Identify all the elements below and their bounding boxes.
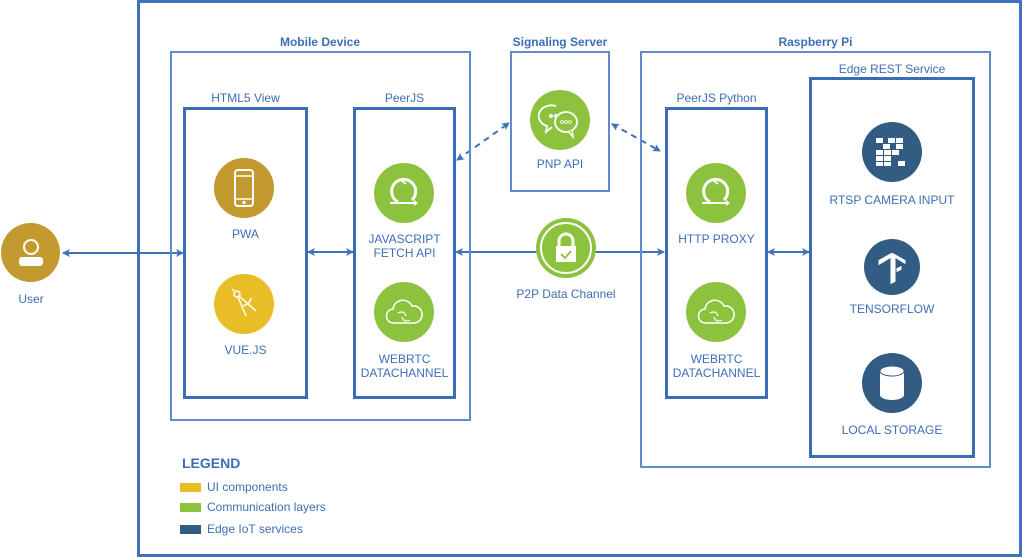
legend-swatch-green xyxy=(180,502,201,512)
signaling-server-box xyxy=(510,51,610,192)
user-label: User xyxy=(18,292,44,306)
user-avatar xyxy=(1,223,60,282)
http-proxy-node xyxy=(686,163,746,223)
webrtc-pi-label-line2: DATACHANNEL xyxy=(672,366,761,380)
rtsp-camera-label: RTSP CAMERA INPUT xyxy=(829,193,955,207)
legend-swatch-navy xyxy=(180,524,201,534)
peerjs-title: PeerJS xyxy=(384,91,425,105)
legend-swatch-yellow xyxy=(180,482,201,492)
legend-item-ui-components: UI components xyxy=(180,480,288,494)
webrtc-mobile-label-line1: WEBRTC xyxy=(378,352,431,366)
webrtc-mobile-node xyxy=(374,282,434,342)
p2p-node xyxy=(536,218,596,278)
http-proxy-label: HTTP PROXY xyxy=(678,232,755,246)
cloud-sync-icon xyxy=(697,299,735,324)
webrtc-pi-label-line1: WEBRTC xyxy=(690,352,743,366)
legend-label: UI components xyxy=(207,480,288,494)
local-storage-label: LOCAL STORAGE xyxy=(841,423,943,437)
user-icon xyxy=(18,238,43,266)
edge-rest-service-title: Edge REST Service xyxy=(838,62,946,76)
webrtc-pi-label: WEBRTC DATACHANNEL xyxy=(665,352,768,380)
html5-view-title: HTML5 View xyxy=(211,91,280,105)
peerjs-python-title: PeerJS Python xyxy=(676,91,757,105)
html5-view-box xyxy=(183,107,308,399)
raspberry-pi-title: Raspberry Pi xyxy=(778,35,853,49)
vuejs-node xyxy=(214,274,274,334)
mobile-device-box xyxy=(170,51,471,421)
tensorflow-label: TENSORFLOW xyxy=(849,302,935,316)
legend-item-edge-iot-services: Edge IoT services xyxy=(180,522,303,536)
p2p-label: P2P Data Channel xyxy=(516,287,616,301)
webrtc-pi-node xyxy=(686,282,746,342)
edge-rest-service-box xyxy=(809,77,975,458)
webrtc-mobile-label-line2: DATACHANNEL xyxy=(360,366,449,380)
mobile-device-title: Mobile Device xyxy=(279,35,361,49)
database-cylinder-icon xyxy=(879,365,905,400)
cycle-arrows-icon xyxy=(390,177,418,206)
peerjs-python-box xyxy=(665,107,768,399)
vuejs-label: VUE.JS xyxy=(224,343,267,357)
fetch-api-label: JAVASCRIPT FETCH API xyxy=(353,232,456,260)
fetch-api-label-line1: JAVASCRIPT xyxy=(368,232,441,246)
cycle-arrows-icon xyxy=(702,177,730,206)
fetch-api-label-line2: FETCH API xyxy=(373,246,436,260)
tensorflow-icon xyxy=(877,251,907,286)
legend-item-communication-layers: Communication layers xyxy=(180,500,326,514)
fetch-api-node xyxy=(374,163,434,223)
legend-label: Communication layers xyxy=(207,500,326,514)
legend-title: LEGEND xyxy=(182,455,241,471)
smartphone-icon xyxy=(234,169,254,207)
webrtc-mobile-label: WEBRTC DATACHANNEL xyxy=(353,352,456,380)
pnp-api-label: PNP API xyxy=(536,157,584,171)
legend-label: Edge IoT services xyxy=(207,522,303,536)
local-storage-node xyxy=(862,353,922,413)
signaling-server-title: Signaling Server xyxy=(512,35,608,49)
chat-bubbles-icon xyxy=(538,104,578,140)
raspberry-pi-box xyxy=(640,51,991,468)
tensorflow-node xyxy=(864,239,920,295)
diagram-frame xyxy=(137,0,1022,557)
pwa-node xyxy=(214,158,274,218)
cloud-sync-icon xyxy=(385,299,423,324)
pnp-api-node xyxy=(530,90,590,150)
peerjs-box xyxy=(353,107,456,399)
padlock-check-icon xyxy=(556,232,576,262)
pwa-label: PWA xyxy=(232,227,259,241)
compass-drafting-icon xyxy=(231,288,257,317)
rtsp-camera-node xyxy=(862,122,922,182)
pixel-grid-icon xyxy=(876,138,905,166)
